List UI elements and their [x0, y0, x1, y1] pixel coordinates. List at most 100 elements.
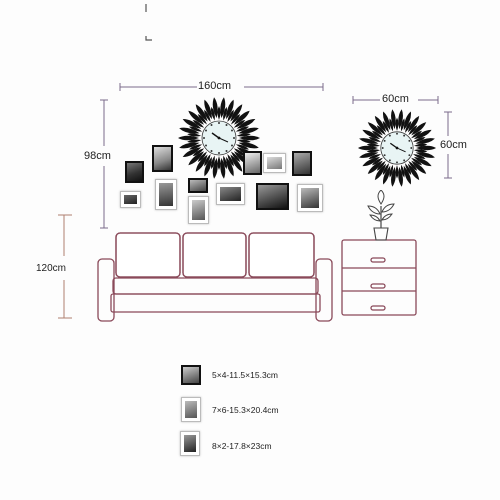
clock-petal: [415, 152, 435, 158]
clock-width-label: 60cm: [382, 93, 409, 105]
clock-petal: [366, 149, 380, 153]
clock-petal: [239, 135, 260, 141]
clock-petal: [413, 129, 432, 140]
clock-petal: [359, 138, 379, 144]
clock-petal: [235, 126, 249, 132]
clock-hour-mark: [381, 147, 384, 149]
clock-hour-mark: [230, 144, 233, 147]
clock-hour-mark: [403, 134, 406, 137]
clock-petal: [374, 163, 387, 181]
clock-petal: [188, 110, 205, 125]
clock-petal: [389, 164, 394, 178]
clock-petal: [411, 130, 423, 139]
clock-petal: [179, 142, 200, 149]
clock-hour-mark: [408, 154, 411, 157]
clock-petal: [233, 119, 246, 128]
clock-petal: [359, 152, 379, 158]
clock-petal: [371, 130, 383, 139]
clock-petal: [188, 151, 205, 166]
clock-petal: [187, 139, 202, 143]
clock-petal: [408, 160, 418, 171]
clock-petal: [389, 118, 394, 132]
sunburst-clock-side: [357, 109, 437, 187]
clock-petal: [212, 157, 218, 179]
clock-petal: [371, 157, 383, 166]
legend-frame-small-label: 5×4-11.5×15.3cm: [212, 370, 278, 380]
clock-petal: [413, 137, 426, 142]
clock-petal: [368, 154, 381, 159]
clock-petal: [367, 122, 383, 136]
clock-petal: [382, 165, 391, 185]
clock-hour-mark: [383, 139, 386, 142]
clock-hour-mark: [396, 132, 398, 135]
clock-petal: [413, 154, 426, 159]
clock-petal: [178, 135, 199, 141]
clock-petal: [217, 156, 221, 170]
clock-petal: [182, 147, 202, 158]
clock-petal: [411, 160, 427, 174]
clock-petal: [233, 110, 250, 125]
clock-petal: [366, 143, 380, 147]
clock-hour-mark: [403, 159, 406, 162]
clock-petal: [204, 99, 212, 120]
clock-petal: [404, 163, 412, 175]
clock-petal: [413, 156, 432, 167]
sunburst-clock-main: [178, 97, 260, 179]
clock-petal: [382, 121, 390, 133]
photo-frame: [256, 183, 289, 210]
clock-petal: [236, 139, 251, 143]
clock-petal: [227, 109, 234, 123]
clock-petal: [236, 118, 256, 129]
clock-hour-mark: [230, 129, 233, 132]
clock-petal: [238, 142, 259, 149]
clock-hour-mark: [205, 129, 208, 132]
clock-height-label: 60cm: [440, 139, 467, 151]
clock-petal: [197, 151, 208, 162]
clock-petal: [204, 109, 211, 123]
photo-frame: [125, 161, 144, 183]
clock-petal: [398, 109, 403, 130]
legend-frame-medium-icon: [181, 397, 201, 422]
clock-petal: [236, 133, 251, 137]
clock-petal: [189, 144, 203, 150]
clock-petal: [357, 145, 378, 151]
photo-frame: [155, 179, 177, 210]
clock-petal: [197, 114, 208, 125]
wall-height-label: 98cm: [84, 150, 111, 162]
clock-hour-mark: [210, 124, 213, 127]
photo-frame: [188, 178, 208, 193]
legend-frame-large-label: 8×2-17.8×23cm: [212, 441, 272, 451]
clock-petal: [411, 157, 423, 166]
clock-petal: [230, 104, 243, 122]
clock-petal: [230, 114, 241, 125]
clock-petal: [230, 154, 243, 172]
clock-hour-mark: [408, 139, 411, 142]
clock-petal: [230, 151, 241, 162]
clock-petal: [408, 125, 418, 136]
clock-petal: [233, 148, 246, 157]
clock-petal: [187, 133, 202, 137]
photo-frame: [243, 151, 262, 175]
clock-petal: [391, 166, 396, 187]
clock-petal: [382, 111, 391, 131]
clock-hour-mark: [203, 137, 205, 139]
clock-petal: [210, 155, 215, 170]
legend-frame-small-icon: [181, 365, 201, 385]
photo-frame: [292, 151, 312, 176]
clock-petal: [395, 165, 399, 179]
sofa-height-label: 120cm: [36, 263, 67, 274]
clock-petal: [179, 127, 200, 134]
clock-petal: [400, 118, 405, 132]
clock-petal: [212, 97, 218, 119]
clock-petal: [192, 119, 205, 128]
clock-petal: [192, 148, 205, 157]
clock-hour-mark: [388, 134, 391, 137]
clock-hour-mark: [396, 161, 398, 164]
clock-petal: [223, 155, 228, 170]
clock-petal: [400, 164, 405, 178]
clock-hour-mark: [410, 147, 413, 149]
clock-petal: [376, 125, 386, 136]
